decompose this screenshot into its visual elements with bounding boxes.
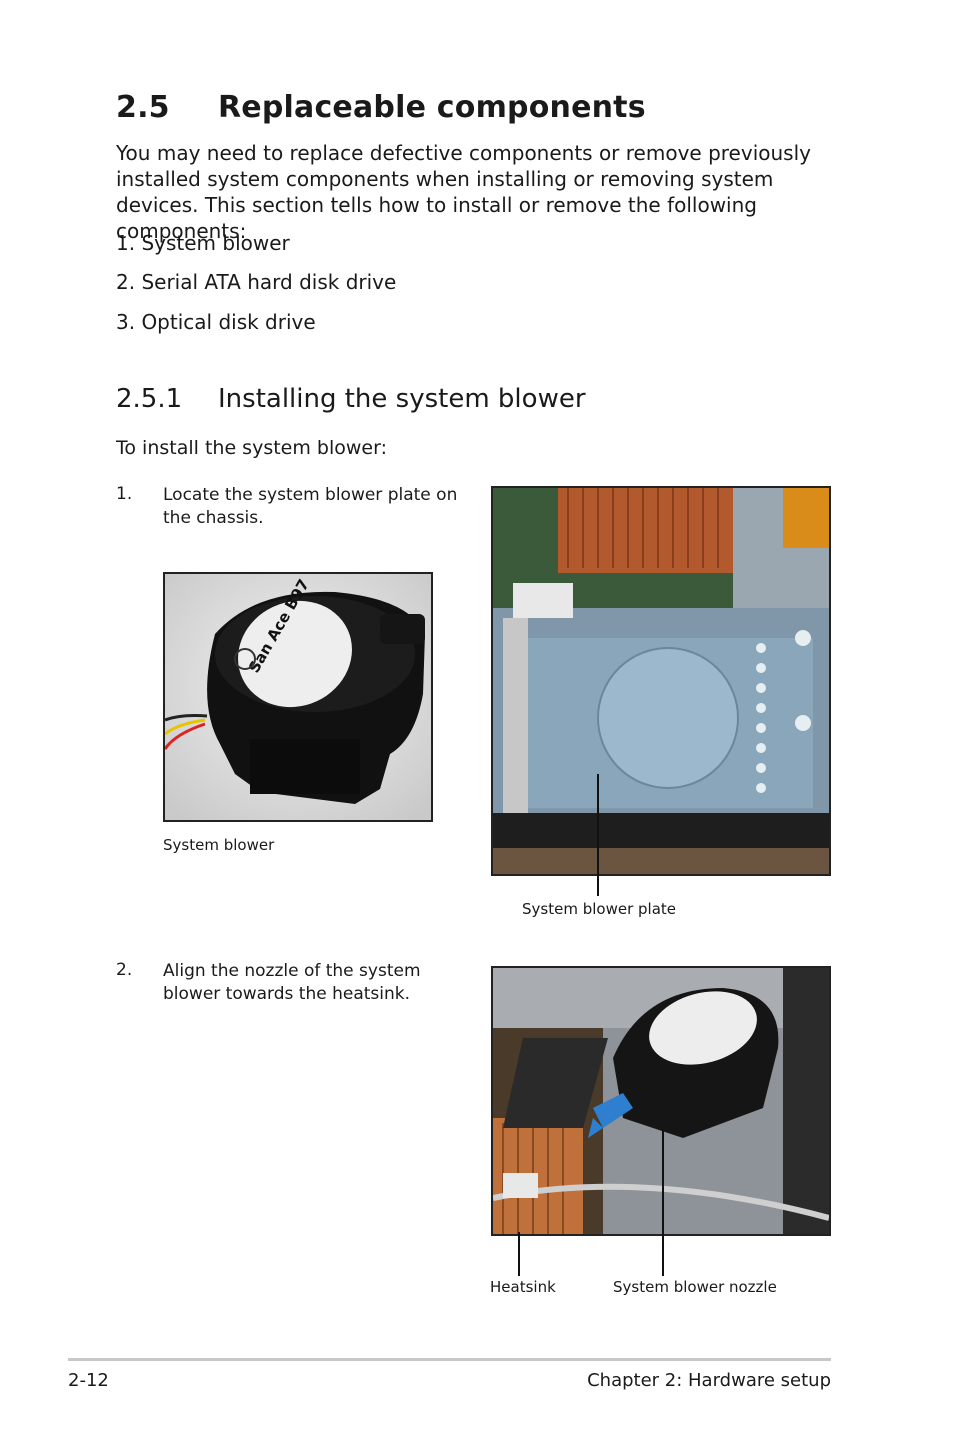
- system-blower-caption: System blower: [163, 836, 275, 854]
- subsection-heading: 2.5.1 Installing the system blower: [116, 384, 586, 414]
- page-number: 2-12: [68, 1370, 109, 1391]
- system-blower-photo: San Ace B97: [163, 572, 433, 822]
- procedure-lead: To install the system blower:: [116, 437, 387, 459]
- subsection-number: 2.5.1: [116, 384, 183, 414]
- blower-nozzle-caption: System blower nozzle: [613, 1278, 777, 1296]
- step-text: Align the nozzle of the system blower to…: [163, 961, 421, 1004]
- step-number: 1.: [116, 484, 133, 504]
- heatsink-caption: Heatsink: [490, 1278, 556, 1296]
- component-list-item: 3. Optical disk drive: [116, 310, 316, 334]
- blower-nozzle-leader-line: [662, 1130, 664, 1276]
- component-list-item: 1. System blower: [116, 231, 290, 255]
- chassis-plate-photo: [491, 486, 831, 876]
- heatsink-leader-line: [518, 1232, 520, 1276]
- intro-paragraph: You may need to replace defective compon…: [116, 141, 811, 243]
- chapter-title: Chapter 2: Hardware setup: [587, 1370, 831, 1391]
- section-title: Replaceable components: [218, 90, 646, 125]
- section-heading: 2.5 Replaceable components: [116, 90, 646, 125]
- step-number: 2.: [116, 960, 133, 980]
- section-number: 2.5: [116, 90, 170, 125]
- blower-installation-photo: [491, 966, 831, 1236]
- subsection-title: Installing the system blower: [218, 384, 586, 414]
- component-list-item: 2. Serial ATA hard disk drive: [116, 270, 397, 294]
- step-text: Locate the system blower plate on the ch…: [163, 485, 458, 528]
- blower-plate-leader-line: [597, 774, 599, 896]
- blower-plate-caption: System blower plate: [522, 900, 676, 918]
- footer-divider: [68, 1358, 831, 1361]
